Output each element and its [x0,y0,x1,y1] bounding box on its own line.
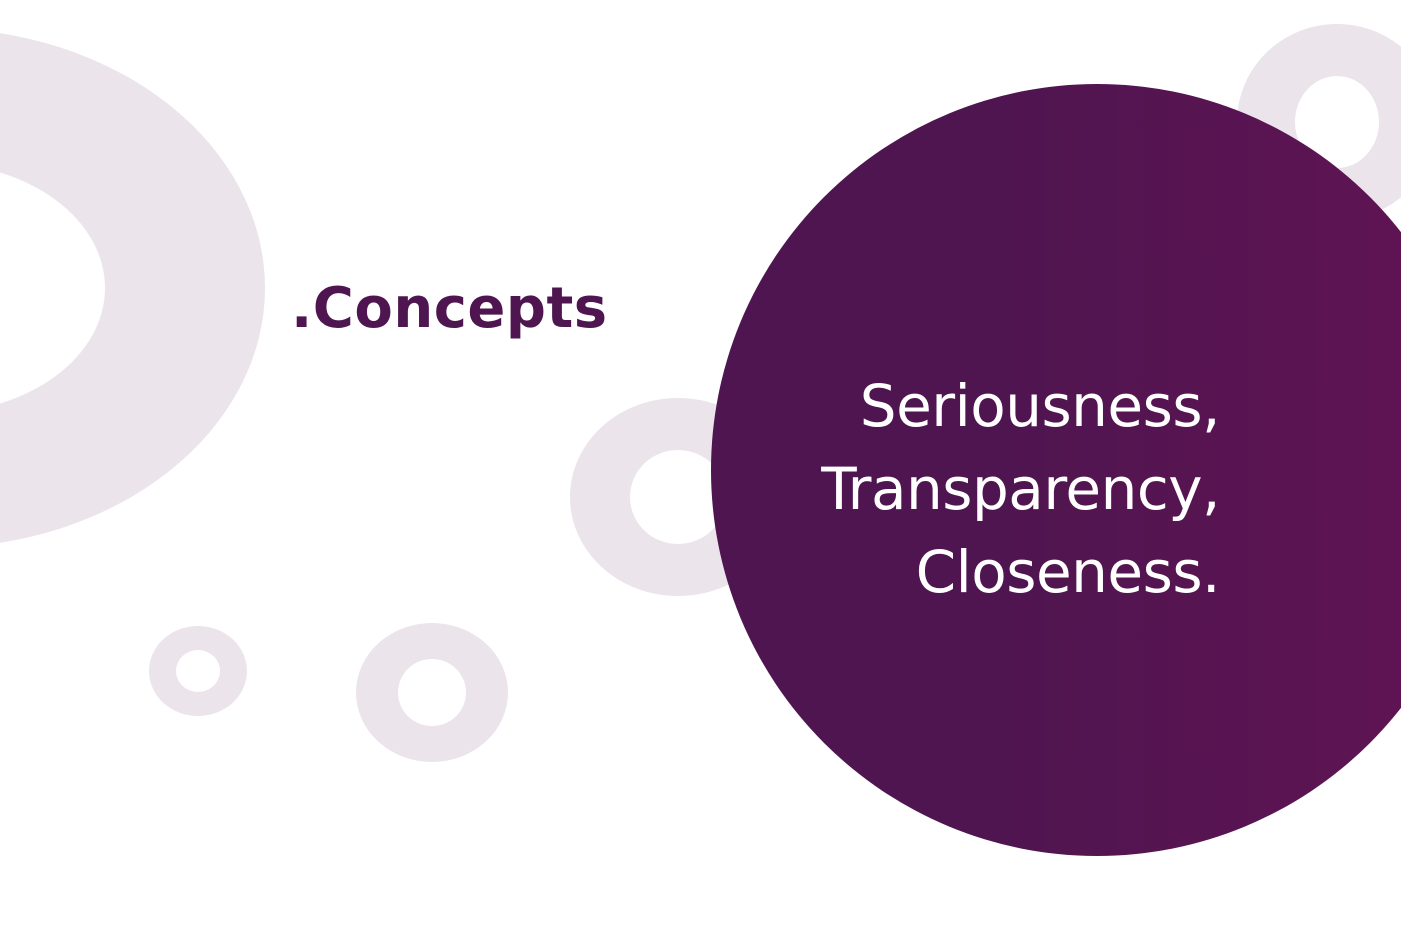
decorative-ring-large [0,28,265,548]
purple-circle [711,84,1401,856]
concept-item: Transparency, [821,455,1220,523]
page-title: .Concepts [291,276,608,341]
decorative-ring-small [356,623,508,762]
concept-list: Seriousness, Transparency, Closeness. [821,365,1220,614]
decorative-ring-tiny [149,626,247,716]
concept-item: Seriousness, [859,372,1221,440]
concept-item: Closeness. [915,538,1221,606]
